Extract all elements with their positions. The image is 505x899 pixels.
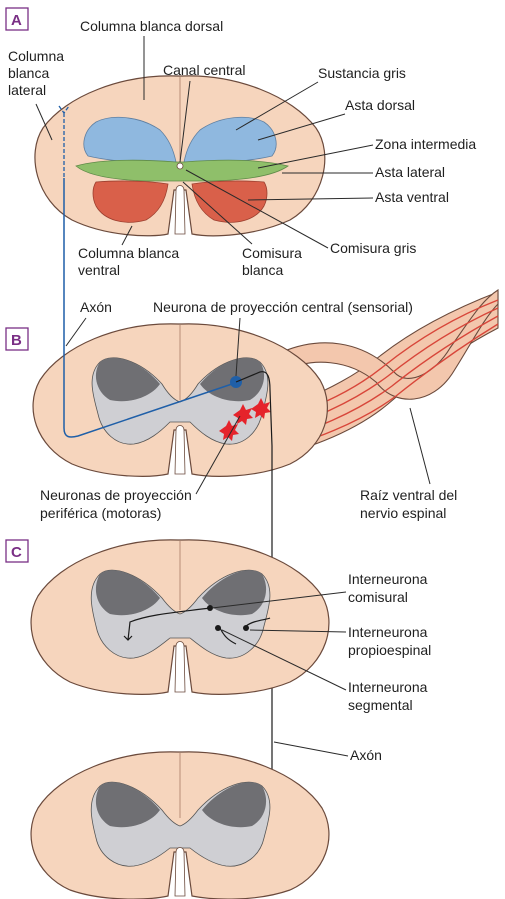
ventral-fissure-b bbox=[175, 426, 185, 475]
segmental-interneuron bbox=[215, 625, 221, 631]
label-segmental-interneuron: Interneurona segmental bbox=[348, 679, 431, 713]
label-lateral-horn: Asta lateral bbox=[375, 164, 445, 180]
label-gray-commissure: Comisura gris bbox=[330, 240, 416, 256]
panel-c: C Interneurona comisural Interneurona pr… bbox=[6, 540, 431, 899]
label-ventral-white-column: Columna blanca ventral bbox=[78, 245, 183, 278]
label-ventral-root: Raíz ventral del nervio espinal bbox=[360, 487, 461, 521]
propriospinal-interneuron bbox=[243, 625, 249, 631]
label-dorsal-white-column: Columna blanca dorsal bbox=[80, 18, 223, 34]
central-canal bbox=[177, 163, 183, 169]
label-gray-matter: Sustancia gris bbox=[318, 65, 406, 81]
label-commissural-interneuron: Interneurona comisural bbox=[348, 571, 431, 605]
panel-a: A Columna blanca dorsal Columna blanca l… bbox=[6, 8, 476, 278]
label-intermediate-zone: Zona intermedia bbox=[375, 136, 476, 152]
label-propriospinal-interneuron: Interneurona propioespinal bbox=[348, 624, 431, 658]
panel-a-letter: A bbox=[11, 12, 22, 29]
leader-axon-c bbox=[274, 742, 348, 756]
label-axon-b: Axón bbox=[80, 299, 112, 315]
ventral-fissure-c-upper bbox=[175, 642, 185, 693]
leader-axon-b bbox=[66, 318, 86, 346]
label-peripheral-projection: Neuronas de proyección periférica (motor… bbox=[40, 487, 196, 521]
label-white-commissure: Comisura blanca bbox=[242, 245, 306, 278]
label-dorsal-horn: Asta dorsal bbox=[345, 97, 415, 113]
label-central-projection: Neurona de proyección central (sensorial… bbox=[153, 299, 413, 315]
ventral-fissure-lower bbox=[175, 848, 185, 897]
ventral-median-fissure-a bbox=[175, 186, 185, 235]
label-ventral-horn: Asta ventral bbox=[375, 189, 449, 205]
label-central-canal: Canal central bbox=[163, 62, 246, 78]
label-axon-c: Axón bbox=[350, 747, 382, 763]
panel-b-letter: B bbox=[11, 332, 22, 349]
leader-ventral-root bbox=[410, 408, 430, 484]
label-lateral-white-column: Columna blanca lateral bbox=[8, 48, 68, 98]
panel-c-letter: C bbox=[11, 544, 22, 561]
